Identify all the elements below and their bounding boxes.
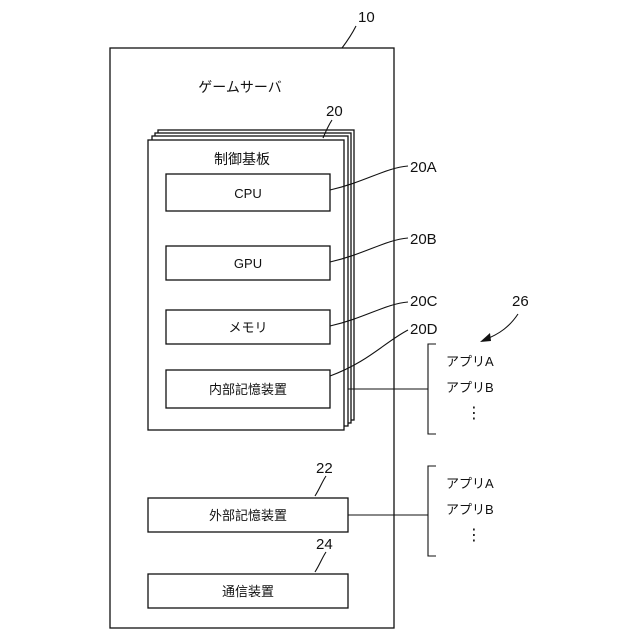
external-storage-label: 外部記憶装置	[209, 508, 287, 523]
internal-app-a: アプリA	[446, 354, 494, 369]
external-app-a: アプリA	[446, 476, 494, 491]
internal-apps-bracket	[428, 344, 436, 434]
internal-storage-ref: 20D	[410, 321, 438, 338]
board-ref: 20	[326, 103, 343, 120]
external-storage-ref: 22	[316, 460, 333, 477]
comm-device-ref: 24	[316, 536, 333, 553]
control-board-label: 制御基板	[214, 151, 270, 167]
gpu-ref: 20B	[410, 231, 437, 248]
cpu-ref: 20A	[410, 159, 437, 176]
server-ref: 10	[358, 9, 375, 26]
internal-storage-label: 内部記憶装置	[209, 382, 287, 397]
comm-device-label: 通信装置	[222, 584, 274, 599]
game-server-label: ゲームサーバ	[198, 79, 281, 95]
internal-apps-ellipsis: ⋮	[466, 405, 482, 422]
external-apps-bracket	[428, 466, 436, 556]
external-app-b: アプリB	[446, 502, 494, 517]
apps-ref: 26	[512, 293, 529, 310]
memory-label: メモリ	[228, 320, 267, 335]
apps-ref-arrowhead	[480, 333, 491, 342]
gpu-label: GPU	[234, 256, 262, 271]
internal-app-b: アプリB	[446, 380, 494, 395]
server-ref-leader	[342, 26, 356, 48]
cpu-label: CPU	[234, 186, 261, 201]
memory-ref: 20C	[410, 293, 438, 310]
external-apps-ellipsis: ⋮	[466, 527, 482, 544]
